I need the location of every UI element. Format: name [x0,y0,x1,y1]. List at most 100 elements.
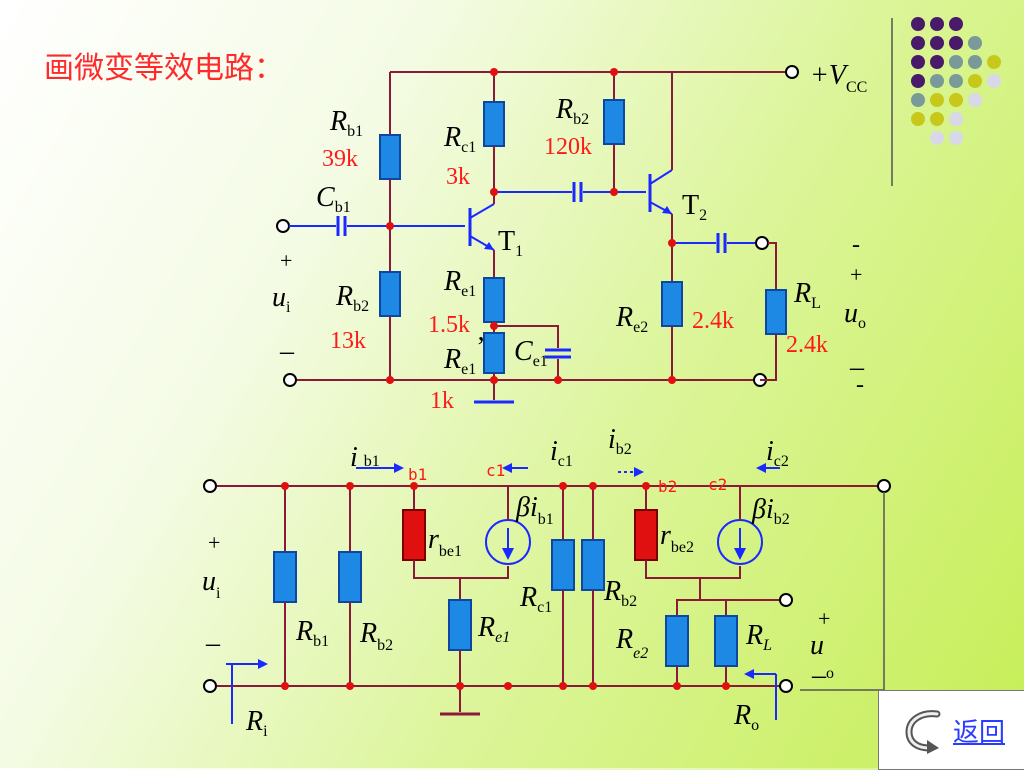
back-button[interactable]: 返回 [878,690,1024,770]
eq-output-terminal [779,593,793,607]
ui-label: ui [272,282,291,316]
re2-value: 2.4k [692,308,734,334]
rc1-value: 3k [446,164,470,190]
rb1-resistor [379,134,401,180]
rb1-label: Rb1 [329,106,363,140]
rb2-lower-label: Rb2 [335,281,369,315]
node-b2: b2 [658,477,677,496]
amplifier-schematic [276,65,799,404]
decorative-dot [911,112,925,126]
rb2-lower-value: 13k [330,328,366,354]
vcc-terminal [785,65,799,79]
re1-resistor [483,277,505,323]
t1-label: T1 [498,226,523,260]
decorative-dot [987,55,1001,69]
eq-rb2-label: Rb2 [359,618,393,654]
decorative-dot [911,36,925,50]
eq-ui-label: ui [202,566,221,602]
re2-resistor [661,281,683,327]
decorative-dot [930,17,944,31]
decorative-dot [930,112,944,126]
decorative-dot [949,55,963,69]
decorative-dot [911,55,925,69]
eq-right-top-terminal [877,479,891,493]
decorative-dot [949,131,963,145]
rb2-lower-resistor [379,271,401,317]
eq-rb1-resistor [273,551,297,603]
decorative-dot [949,74,963,88]
decorative-dot [949,17,963,31]
eq-re2-resistor [665,615,689,667]
eq-uo-label: u [810,630,824,661]
decorative-dot [968,93,982,107]
cb1-label: Cb1 [316,182,351,216]
ui-minus: – [279,336,295,367]
eq-rc1-resistor [551,539,575,591]
uo-minus: – [849,352,865,383]
decorative-dot [949,36,963,50]
decorative-dot [930,36,944,50]
rb2-upper-resistor [603,99,625,145]
ib2-label: ib2 [608,424,632,458]
eq-input-terminal [203,479,217,493]
output-terminal [755,236,769,250]
decorative-dot [949,112,963,126]
input-terminal [276,219,290,233]
rbe1-resistor [402,509,426,561]
node-c2: c2 [708,475,727,494]
node-c1: c1 [486,461,505,480]
vcc-label: +VCC [810,60,867,96]
decorative-dot [949,93,963,107]
re1-prime-label: Re1’ [443,332,486,378]
eq-re1-resistor [448,599,472,651]
re1-value: 1.5k [428,312,470,338]
re1-prime-value: 1k [430,388,454,414]
decorative-dot [911,74,925,88]
beta-ib2-label: βib2 [751,494,790,528]
eq-re1-label: Re1 [477,612,510,646]
eq-rb2-second-label: Rb2 [603,576,637,610]
decorative-dot [930,74,944,88]
rl-resistor [765,289,787,335]
small-signal-equivalent-circuit [203,463,891,724]
ri-label: Ri [245,706,268,740]
uo-bottom-dash: - [856,372,864,398]
eq-rb2-second-resistor [581,539,605,591]
rc1-resistor [483,101,505,147]
ui-plus: + [280,248,292,273]
ic2-label: ic2 [766,436,789,470]
decorative-dot [987,74,1001,88]
node-b1: b1 [408,465,427,484]
eq-re2-label: Re2 [615,624,648,662]
eq-rb2-resistor [338,551,362,603]
back-label[interactable]: 返回 [952,717,1005,748]
ce1-label: Ce1 [514,336,548,370]
re1-label: Re1 [443,266,476,300]
eq-uo-minus: –o [811,660,834,691]
rl-label: RL [793,278,821,312]
decorative-dot [930,55,944,69]
decorative-dot [930,131,944,145]
eq-output-ground-terminal [779,679,793,693]
uo-top-dash: - [852,232,860,258]
eq-ui-plus: + [208,530,220,555]
eq-rl-resistor [714,615,738,667]
eq-rl-label: RL [745,620,772,654]
return-arrow-icon [905,710,941,754]
re2-label: Re2 [615,302,648,336]
input-ground-terminal [283,373,297,387]
uo-plus: + [850,262,862,287]
rbe2-resistor [634,509,658,561]
eq-rc1-label: Rc1 [519,582,552,616]
ro-label: Ro [733,700,759,734]
rl-value: 2.4k [786,332,828,358]
decorative-dot [930,93,944,107]
eq-rb1-label: Rb1 [295,616,329,650]
decorative-dot [911,17,925,31]
rc1-label: Rc1 [443,122,476,156]
rb1-value: 39k [322,146,358,172]
rb2-upper-value: 120k [544,134,592,160]
eq-ui-minus: – [205,628,221,659]
ic1-label: ic1 [550,436,573,470]
